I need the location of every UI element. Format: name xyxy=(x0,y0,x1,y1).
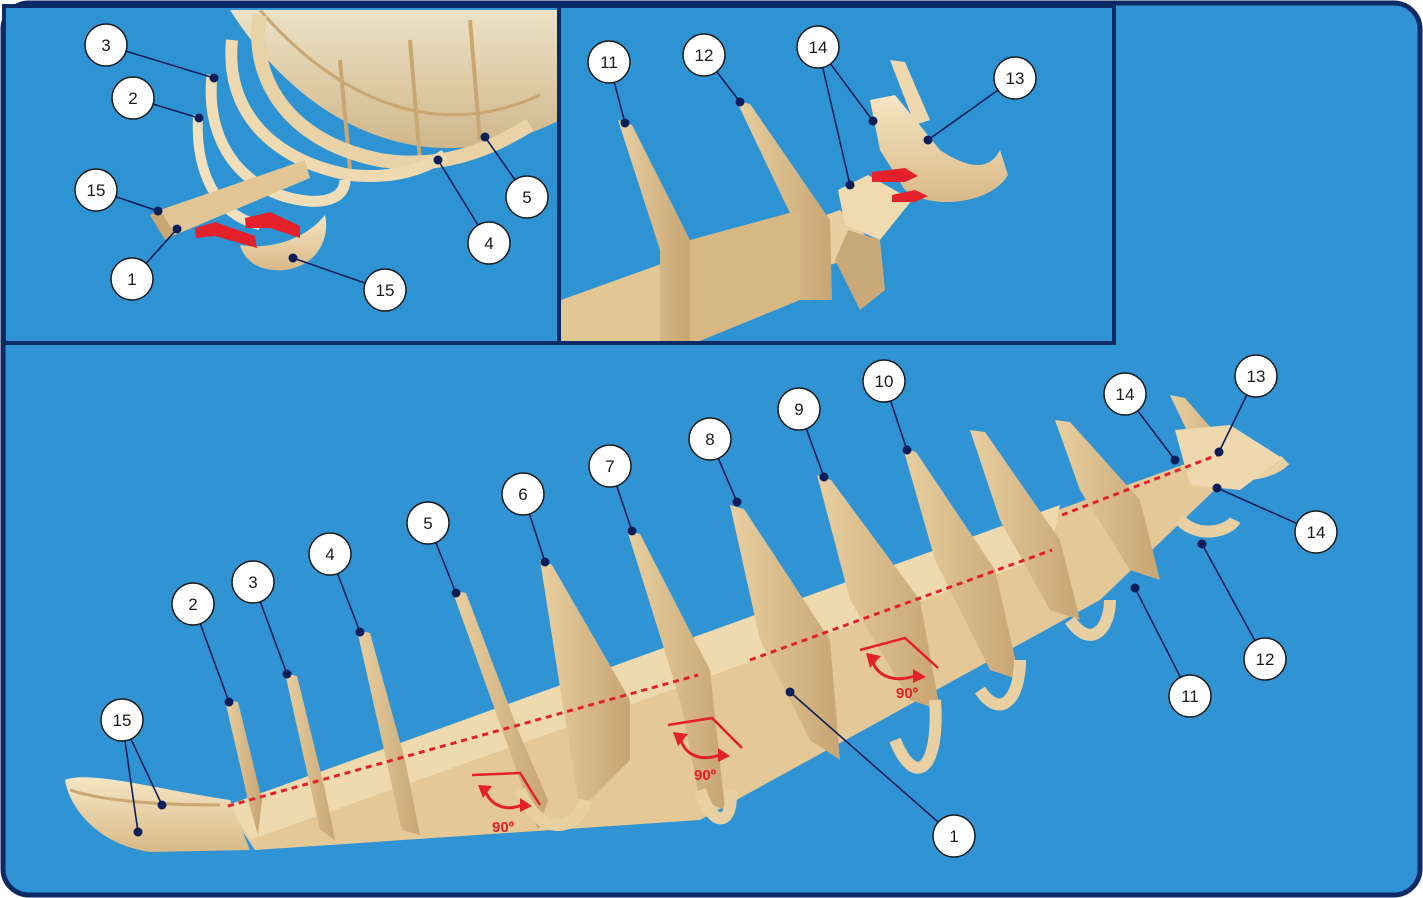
callout-anchor-dot xyxy=(628,527,637,536)
angle-label-1: 90º xyxy=(492,819,515,836)
angle-label-3: 90º xyxy=(896,685,919,702)
callout-anchor-dot xyxy=(173,225,182,234)
callout-anchor-dot xyxy=(1198,540,1207,549)
callout-anchor-dot xyxy=(1171,456,1180,465)
callout-anchor-dot xyxy=(195,114,204,123)
callout-anchor-dot xyxy=(434,156,443,165)
callout-number: 4 xyxy=(325,545,334,564)
callout-anchor-dot xyxy=(289,254,298,263)
callout-number: 14 xyxy=(1116,385,1135,404)
angle-label-2: 90º xyxy=(694,767,717,784)
callout-anchor-dot xyxy=(786,688,795,697)
callout-anchor-dot xyxy=(481,133,490,142)
callout-number: 10 xyxy=(875,372,894,391)
callout-number: 3 xyxy=(248,573,257,592)
callout-number: 13 xyxy=(1006,69,1025,88)
callout-number: 1 xyxy=(949,827,958,846)
callout-anchor-dot xyxy=(846,181,855,190)
callout-anchor-dot xyxy=(356,628,365,637)
callout-anchor-dot xyxy=(452,589,461,598)
callout-number: 14 xyxy=(809,38,828,57)
callout-number: 2 xyxy=(128,89,137,108)
callout-anchor-dot xyxy=(134,828,143,837)
callout-anchor-dot xyxy=(733,498,742,507)
callout-number: 7 xyxy=(605,457,614,476)
callout-anchor-dot xyxy=(541,558,550,567)
callout-number: 1 xyxy=(127,270,136,289)
callout-anchor-dot xyxy=(1131,584,1140,593)
callout-number: 15 xyxy=(376,281,395,300)
inset-bow-detail xyxy=(561,8,1113,345)
callout-number: 3 xyxy=(101,36,110,55)
callout-number: 6 xyxy=(518,485,527,504)
callout-number: 9 xyxy=(794,400,803,419)
callout-anchor-dot xyxy=(736,98,745,107)
callout-number: 11 xyxy=(1181,687,1199,706)
callout-number: 8 xyxy=(705,430,714,449)
callout-anchor-dot xyxy=(869,117,878,126)
callout-anchor-dot xyxy=(283,670,292,679)
callout-anchor-dot xyxy=(621,119,630,128)
callout-anchor-dot xyxy=(158,801,167,810)
callout-number: 14 xyxy=(1307,523,1326,542)
callout-anchor-dot xyxy=(154,207,163,216)
callout-anchor-dot xyxy=(820,473,829,482)
callout-number: 12 xyxy=(1256,650,1275,669)
callout-number: 5 xyxy=(423,514,432,533)
callout-anchor-dot xyxy=(924,136,933,145)
callout-anchor-dot xyxy=(225,698,234,707)
callout-number: 4 xyxy=(484,234,493,253)
callout-number: 12 xyxy=(695,46,714,65)
callout-number: 5 xyxy=(522,188,531,207)
callout-number: 15 xyxy=(87,181,106,200)
callout-anchor-dot xyxy=(210,74,219,83)
callout-number: 2 xyxy=(188,595,197,614)
callout-number: 13 xyxy=(1247,367,1266,386)
callout-anchor-dot xyxy=(903,446,912,455)
callout-anchor-dot xyxy=(1215,448,1224,457)
callout-number: 15 xyxy=(113,711,132,730)
callout-number: 11 xyxy=(600,53,618,72)
callout-anchor-dot xyxy=(1213,484,1222,493)
